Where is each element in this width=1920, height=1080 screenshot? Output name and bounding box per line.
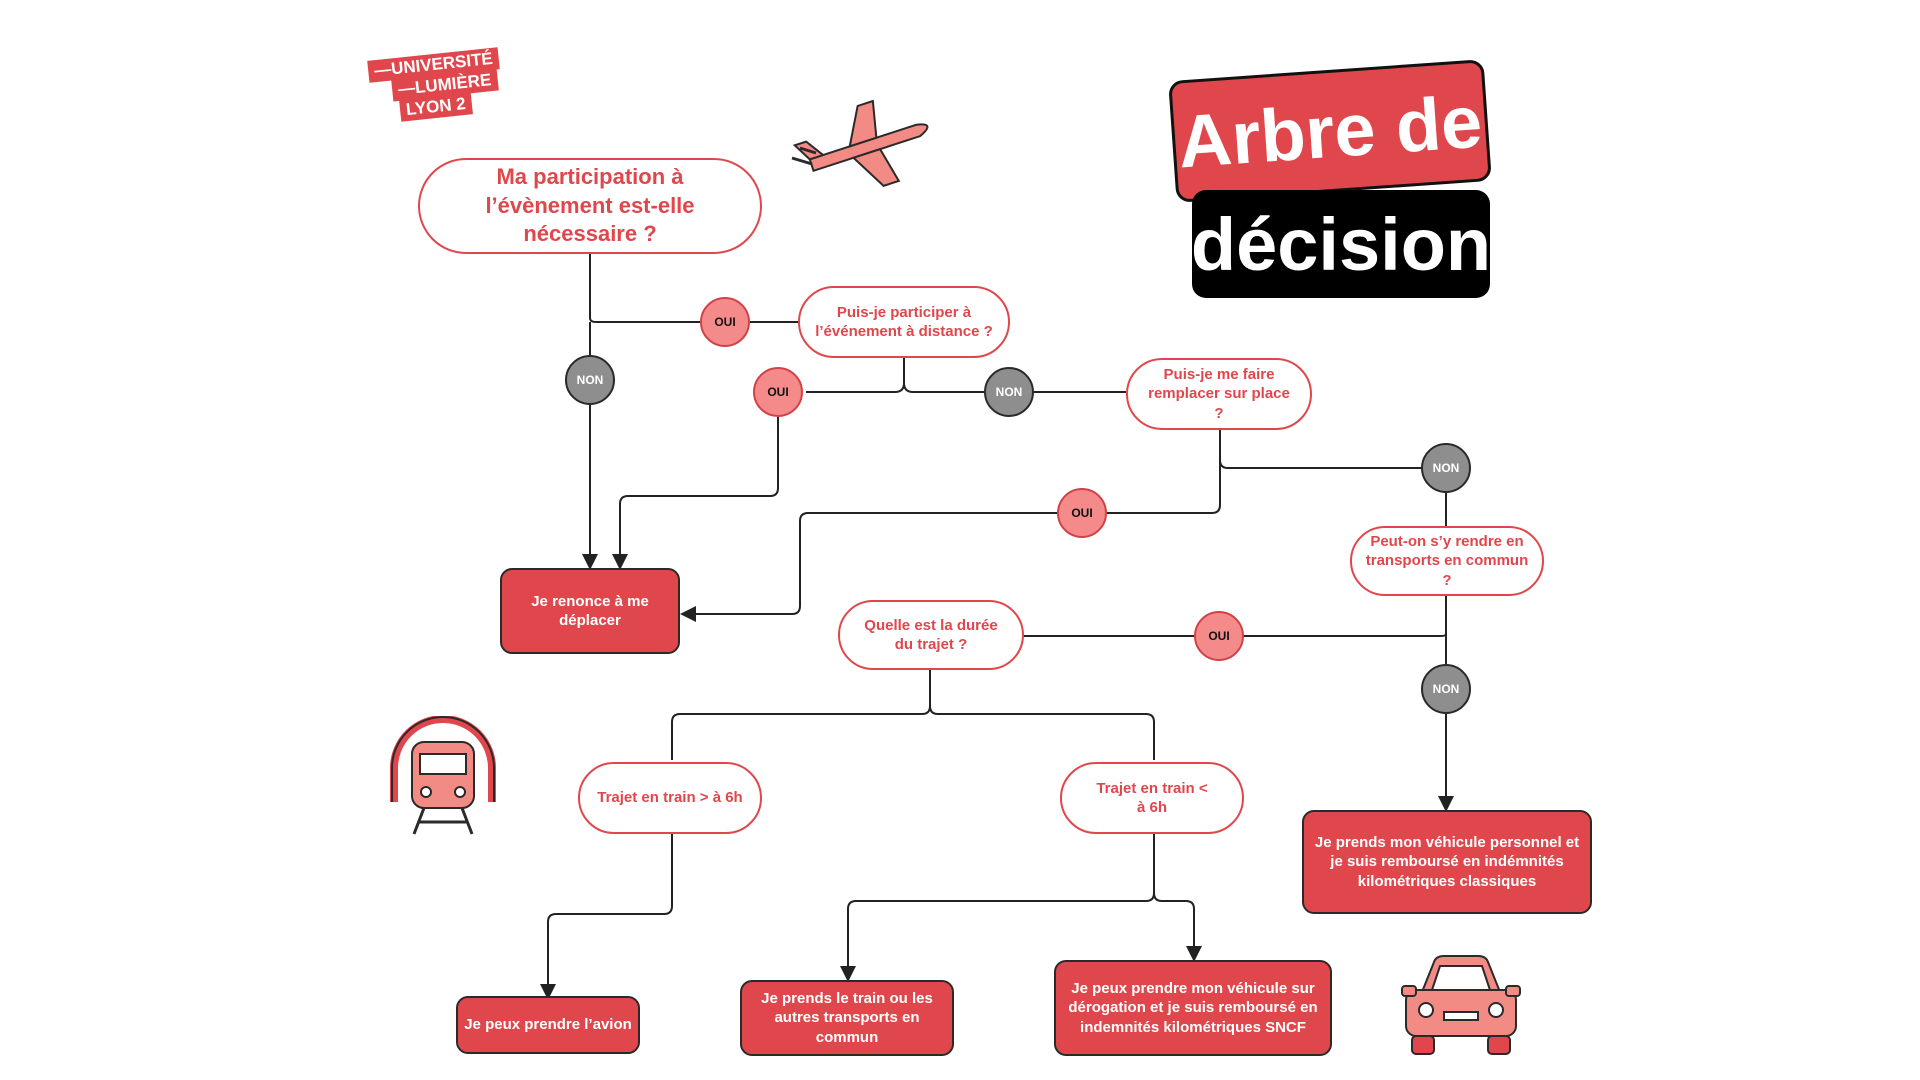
question-duration: Quelle est la durée du trajet ? [838,600,1024,670]
question-replace: Puis-je me faire remplacer sur place ? [1126,358,1312,430]
answer-renounce: Je renonce à me déplacer [500,568,680,654]
answer-car-derogation: Je peux prendre mon véhicule sur dérogat… [1054,960,1332,1056]
question-train-over-6h: Trajet en train > à 6h [578,762,762,834]
answer-plane: Je peux prendre l’avion [456,996,640,1054]
oui-node-transport-yes: OUI [1194,611,1244,661]
train-icon [390,716,496,835]
question-public-transport: Peut-on s’y rendre en transports en comm… [1350,526,1544,596]
non-node-replace-no: NON [1421,443,1471,493]
car-icon [1401,955,1521,1055]
non-node-remote-no: NON [984,367,1034,417]
question-train-under-6h: Trajet en train < à 6h [1060,762,1244,834]
oui-node-remote: OUI [700,297,750,347]
airplane-icon [791,99,929,187]
oui-node-replace-yes: OUI [1057,488,1107,538]
answer-train-common: Je prends le train ou les autres transpo… [740,980,954,1056]
university-logo: —UNIVERSITÉ —LUMIÈRE LYON 2 [367,46,504,122]
title-line2: décision [1191,190,1491,298]
question-necessary: Ma participation à l’évènement est-elle … [418,158,762,254]
non-node-necessary: NON [565,355,615,405]
non-node-transport-no: NON [1421,664,1471,714]
oui-node-remote-yes: OUI [753,367,803,417]
title-line1: Arbre de [1168,59,1492,203]
question-remote: Puis-je participer à l’événement à dista… [798,286,1010,358]
answer-car-personal: Je prends mon véhicule personnel et je s… [1302,810,1592,914]
